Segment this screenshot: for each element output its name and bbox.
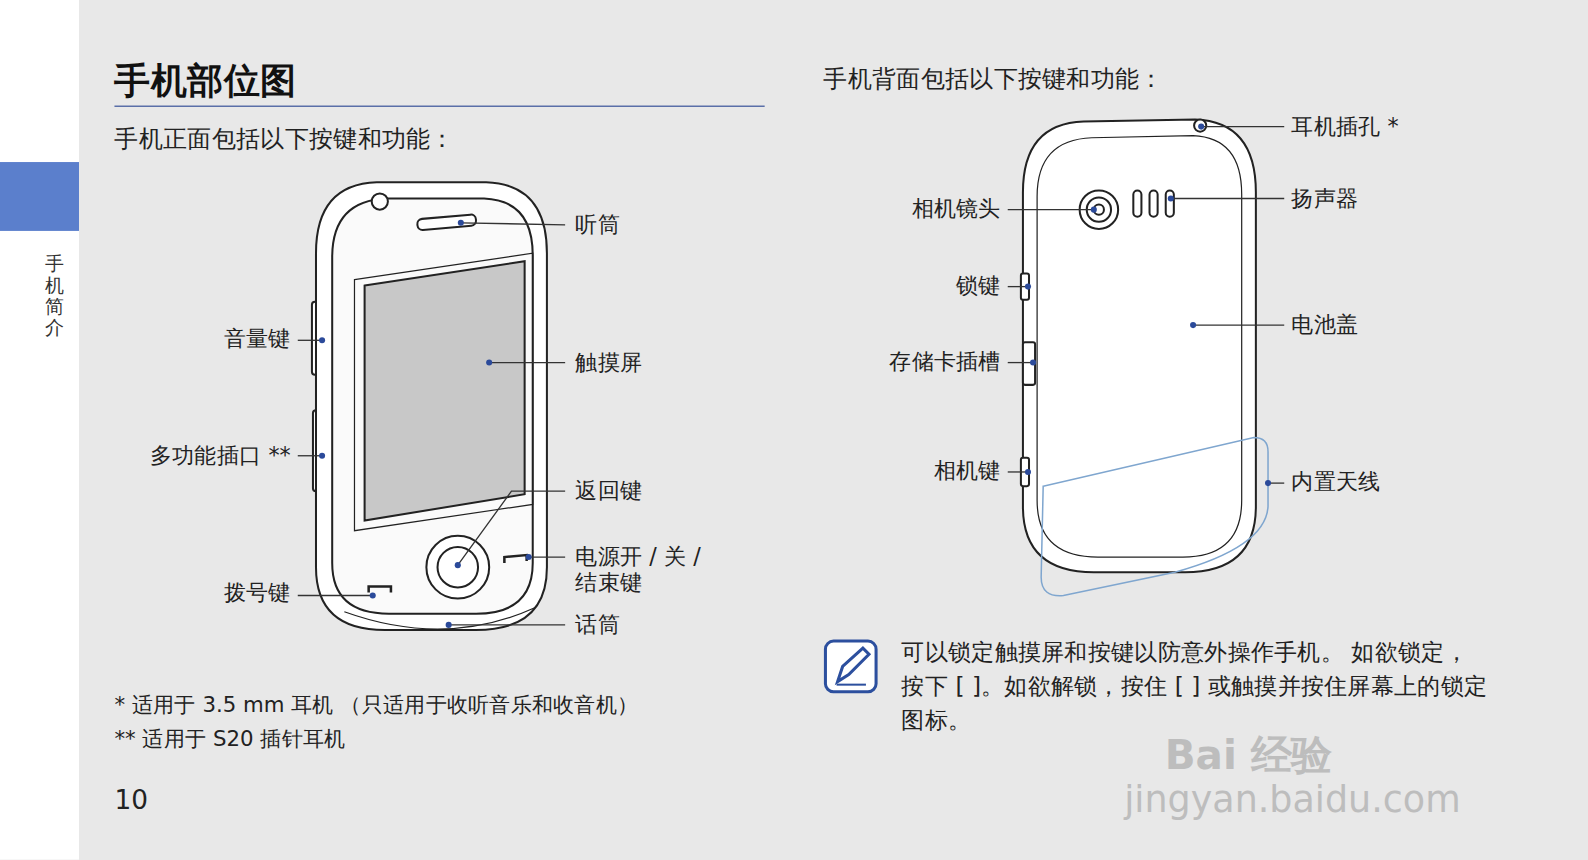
back-phone <box>1021 120 1256 573</box>
part-label: 听筒 <box>575 211 620 238</box>
section-tab <box>0 162 79 231</box>
part-label: 电源开 / 关 / 结束键 <box>575 543 727 596</box>
leader-lines <box>298 127 1284 625</box>
footnote: ** 适用于 S20 插针耳机 <box>114 728 345 754</box>
title-rule <box>114 106 764 108</box>
intro-text: 手机背面包括以下按键和功能： <box>823 64 1163 93</box>
front-phone <box>312 182 547 630</box>
part-label: 拨号键 <box>224 579 291 606</box>
intro-text: 手机正面包括以下按键和功能： <box>114 124 454 153</box>
footnote: * 适用于 3.5 mm 耳机 （只适用于收听音乐和收音机） <box>114 693 638 719</box>
part-label: 音量键 <box>224 326 291 353</box>
leader-dots <box>319 124 1271 628</box>
page-number: 10 <box>114 785 148 817</box>
part-label: 电池盖 <box>1291 312 1358 339</box>
part-label: 锁键 <box>956 272 1001 299</box>
part-label: 内置天线 <box>1291 469 1380 496</box>
part-label: 返回键 <box>575 478 642 505</box>
watermark: jingyan.baidu.com <box>1124 778 1460 822</box>
section-name: 手机简介 <box>45 253 64 338</box>
part-label: 存储卡插槽 <box>889 348 1000 375</box>
part-label: 触摸屏 <box>575 349 642 376</box>
page-title: 手机部位图 <box>114 59 296 103</box>
part-label: 相机镜头 <box>912 195 1001 222</box>
part-label: 多功能插口 ** <box>150 442 291 469</box>
watermark: Bai 经验 <box>1165 730 1332 779</box>
part-label: 耳机插孔 * <box>1291 113 1398 140</box>
side-strip <box>0 0 79 860</box>
note-text: 可以锁定触摸屏和按键以防意外操作手机。 如欲锁定，按下 [ ]。如欲解锁，按住 … <box>901 636 1488 737</box>
part-label: 相机键 <box>934 458 1001 485</box>
part-label: 话筒 <box>575 612 620 639</box>
note-icon <box>825 641 876 692</box>
part-label: 扬声器 <box>1291 185 1358 212</box>
antenna-outline <box>1041 438 1268 596</box>
